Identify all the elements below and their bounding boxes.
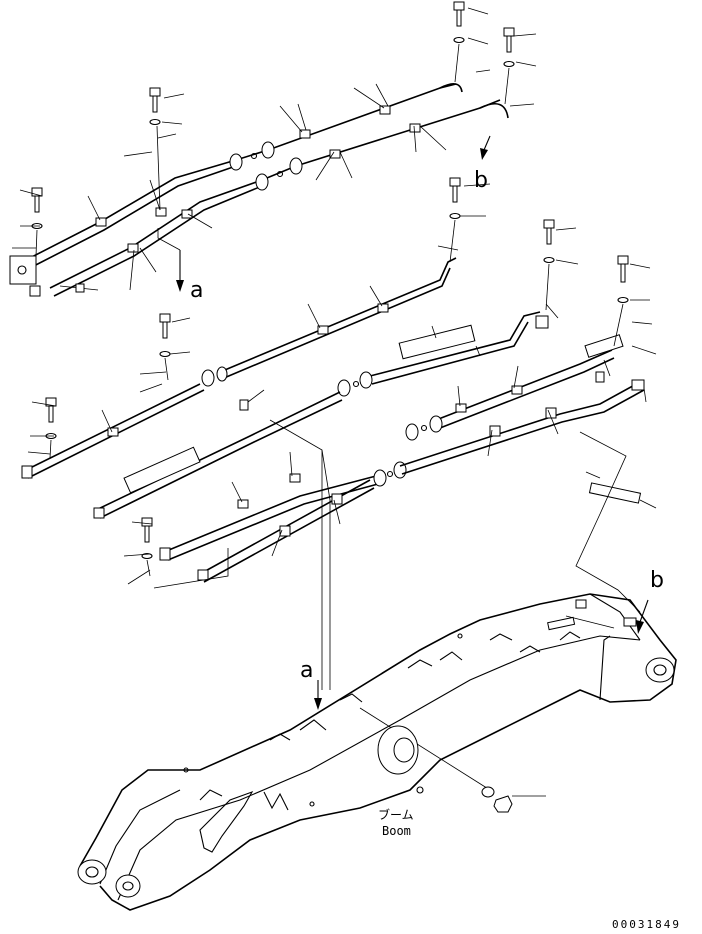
pipe-fitting bbox=[429, 415, 443, 433]
boom-label-en: Boom bbox=[382, 824, 411, 838]
callout-b-upper: b bbox=[474, 168, 488, 193]
clamp bbox=[279, 525, 291, 537]
boom-label-jp: ブーム bbox=[378, 808, 414, 822]
bolt-icon bbox=[159, 313, 171, 358]
clamp bbox=[489, 425, 501, 437]
pipe-fitting bbox=[261, 141, 275, 159]
hose-protector bbox=[398, 324, 476, 360]
bolt-icon bbox=[449, 177, 461, 220]
clamp bbox=[595, 371, 605, 383]
hose-protector bbox=[584, 334, 624, 358]
boom-structure bbox=[77, 593, 677, 911]
clamp bbox=[127, 243, 139, 253]
clamp bbox=[379, 105, 391, 115]
bracket bbox=[588, 482, 642, 504]
clamp bbox=[377, 303, 389, 313]
boom-top-boss bbox=[645, 657, 675, 683]
washer-icon bbox=[481, 786, 495, 798]
pipe-fitting bbox=[337, 379, 351, 397]
boom-foot-boss bbox=[115, 874, 141, 898]
pipe-end-block bbox=[9, 255, 37, 285]
bolt-icon bbox=[149, 87, 161, 126]
middle-pipe-assembly bbox=[21, 177, 657, 585]
pipe-fitting bbox=[216, 366, 228, 382]
clamp bbox=[155, 207, 167, 217]
boom-foot-boss bbox=[77, 859, 107, 885]
clamp bbox=[331, 493, 343, 505]
callout-a-lower: a bbox=[300, 658, 314, 683]
pipe-fitting bbox=[289, 157, 303, 175]
clamp bbox=[409, 123, 421, 133]
clamp bbox=[289, 473, 301, 483]
clamp bbox=[329, 149, 341, 159]
clamp bbox=[239, 399, 249, 411]
hose-protector bbox=[123, 446, 201, 494]
pipe-fitting bbox=[405, 423, 419, 441]
callout-b-lower: b bbox=[650, 568, 664, 593]
nut-icon bbox=[493, 795, 513, 813]
pipe-fitting bbox=[373, 469, 387, 487]
guide-lines bbox=[153, 419, 649, 791]
pipe-fitting bbox=[255, 173, 269, 191]
clamp bbox=[237, 499, 249, 509]
bolt-icon bbox=[503, 27, 515, 68]
callout-a-upper: a bbox=[190, 278, 204, 303]
upper-pipe-assembly bbox=[9, 1, 537, 297]
clamp bbox=[181, 209, 193, 219]
document-number: 00031849 bbox=[612, 918, 681, 931]
clamp bbox=[299, 129, 311, 139]
clamp bbox=[95, 217, 107, 227]
bolt-icon bbox=[141, 517, 153, 560]
clamp bbox=[455, 403, 467, 413]
pipe-fitting bbox=[359, 371, 373, 389]
pipe-fitting bbox=[201, 369, 215, 387]
bolt-icon bbox=[453, 1, 465, 44]
bolt-icon bbox=[543, 219, 555, 264]
clamp bbox=[511, 385, 523, 395]
clamp bbox=[107, 427, 119, 437]
bolt-icon bbox=[45, 397, 57, 440]
clamp bbox=[317, 325, 329, 335]
bolt-icon bbox=[617, 255, 629, 304]
pipe-fitting bbox=[229, 153, 243, 171]
